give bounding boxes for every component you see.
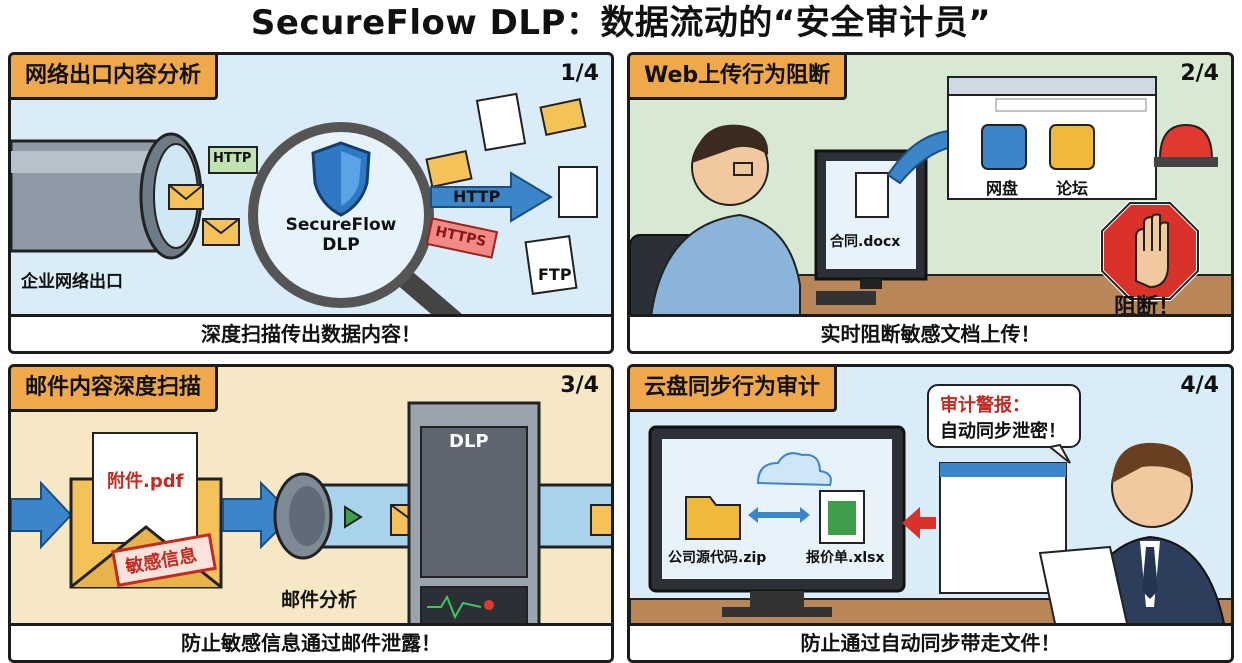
panel-email-scan: 邮件内容深度扫描 3/4 附件.pdf 敏感信息 邮件分析 DLP 防止敏感信息… [8, 364, 614, 663]
panel-web-upload: Web上传行为阻断 2/4 合同.docx 网盘 论坛 阻断！ 实时阻断敏感文档… [627, 52, 1234, 354]
panel-number: 4/4 [1180, 373, 1219, 398]
lens-label: SecureFlow DLP [279, 215, 403, 255]
http-tag-label: HTTP [213, 151, 252, 166]
network-scene [11, 92, 598, 345]
alert-body: 自动同步泄密！ [940, 421, 1066, 442]
lens-label-line2: DLP [322, 235, 360, 255]
lens-label-line1: SecureFlow [285, 215, 397, 235]
panel-number: 2/4 [1180, 61, 1219, 86]
panel-number: 3/4 [560, 373, 599, 398]
netdisk-label: 网盘 [986, 179, 1019, 198]
panel-caption: 深度扫描传出数据内容！ [11, 314, 611, 351]
server-label: DLP [449, 431, 489, 452]
panel-title: 网络出口内容分析 [11, 55, 219, 100]
zip-label: 公司源代码.zip [668, 550, 767, 566]
file-label: 合同.docx [830, 234, 901, 250]
email-scene [11, 401, 611, 660]
panel-caption: 防止通过自动同步带走文件！ [630, 623, 1231, 660]
exit-label: 企业网络出口 [21, 272, 123, 292]
panel-cloud-sync: 云盘同步行为审计 4/4 审计警报： 自动同步泄密！ 公司源代码.zip 报价单… [627, 364, 1234, 663]
page-title: SecureFlow DLP：数据流动的“安全审计员” [250, 3, 992, 43]
panel-caption: 实时阻断敏感文档上传！ [630, 314, 1231, 351]
panel-network-exit: 网络出口内容分析 1/4 HTTP SecureFlow DLP HTTP HT… [8, 52, 614, 354]
panel-title: Web上传行为阻断 [630, 55, 848, 100]
forum-label: 论坛 [1056, 179, 1089, 198]
ftp-label: FTP [538, 265, 572, 284]
xlsx-label: 报价单.xlsx [806, 550, 885, 566]
panel-title: 邮件内容深度扫描 [11, 367, 219, 412]
panel-number: 1/4 [560, 61, 599, 86]
panel-caption: 防止敏感信息通过邮件泄露！ [11, 623, 611, 660]
http-arrow-label: HTTP [453, 187, 501, 206]
alert-title: 审计警报： [940, 395, 1030, 416]
panel-title: 云盘同步行为审计 [630, 367, 838, 412]
analysis-label: 邮件分析 [281, 589, 358, 611]
attachment-label: 附件.pdf [107, 471, 184, 492]
sync-scene [630, 384, 1231, 660]
